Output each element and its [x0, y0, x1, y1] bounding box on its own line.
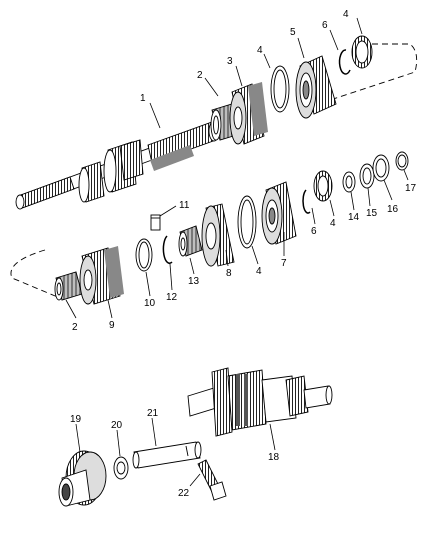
callout-16: 16: [387, 204, 399, 215]
upper-dashed-axis-line: [299, 43, 418, 111]
countershaft-cluster-18: [187, 367, 333, 437]
needle-bearing-lower: [54, 271, 83, 301]
gear-3: [229, 82, 268, 145]
washer-14: [342, 171, 356, 193]
callout-10: 10: [144, 298, 156, 309]
callout-20: 20: [111, 420, 123, 431]
ring-4-upper-b: [351, 35, 373, 69]
ring-15: [359, 163, 375, 189]
ring-4-upper-a: [270, 65, 290, 113]
synchronizer-7: [261, 181, 297, 245]
main-shaft: [15, 120, 220, 210]
callout-15: 15: [366, 208, 378, 219]
callout-2-upper: 2: [197, 70, 203, 81]
callout-5: 5: [290, 27, 296, 38]
callout-4-middle-b: 4: [330, 218, 336, 229]
callout-4-upper-b: 4: [343, 9, 349, 20]
callout-12: 12: [166, 292, 178, 303]
callout-22: 22: [178, 488, 190, 499]
callout-8: 8: [226, 268, 232, 279]
snap-ring-6-middle: [302, 189, 311, 214]
needle-bearing-13: [178, 225, 203, 257]
snap-ring-12: [162, 235, 173, 264]
spacer-20: [113, 456, 129, 480]
callout-17: 17: [405, 183, 417, 194]
ring-10: [135, 238, 153, 272]
callout-19: 19: [70, 414, 82, 425]
callout-18: 18: [268, 452, 280, 463]
ring-17: [395, 151, 409, 171]
callout-6-middle: 6: [311, 226, 317, 237]
callout-7: 7: [281, 258, 287, 269]
callout-1: 1: [140, 93, 146, 104]
middle-dashed-axis-line: [10, 249, 61, 299]
leader-lines: [65, 17, 409, 487]
shaft-21: [132, 441, 202, 469]
gear-19: [58, 450, 107, 507]
callout-labels: 1 2 3 4 5 6 4 11 8 4 7 6 4 14 15 16 17 2…: [70, 9, 417, 499]
bolt-22: [197, 459, 227, 501]
callout-4-upper-a: 4: [257, 45, 263, 56]
key-11: [150, 214, 161, 231]
callout-3: 3: [227, 56, 233, 67]
snap-ring-6-upper: [338, 49, 351, 75]
callout-4-middle: 4: [256, 266, 262, 277]
callout-13: 13: [188, 276, 200, 287]
ring-16: [372, 154, 390, 182]
synchronizer-5: [295, 55, 337, 119]
callout-21: 21: [147, 408, 159, 419]
callout-14: 14: [348, 212, 360, 223]
callout-9: 9: [109, 320, 115, 331]
gear-9: [79, 246, 124, 305]
callout-11: 11: [179, 200, 190, 211]
ring-4-middle-b: [313, 170, 333, 202]
callout-2-lower: 2: [72, 322, 78, 333]
ring-4-middle: [237, 195, 257, 249]
callout-6-upper: 6: [322, 20, 328, 31]
gear-8: [201, 203, 235, 267]
